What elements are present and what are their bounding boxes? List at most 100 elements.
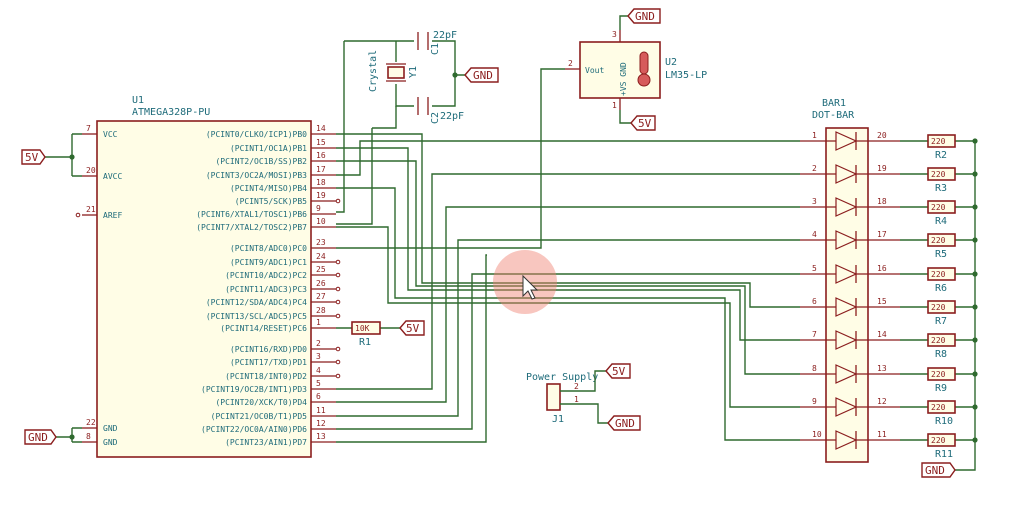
bar-pin-right: 14 [877,330,887,339]
u1-right-pin-num: 14 [316,124,326,133]
u1-right-pin-num: 18 [316,178,326,187]
u1-right-pin-num: 16 [316,151,326,160]
bar-pin-right: 17 [877,230,887,239]
u1-right-pin-num: 1 [316,318,321,327]
resistor-body [927,134,956,148]
j1-wire [560,370,608,424]
vcc-wire [40,133,82,177]
r1-value: 10K [355,324,370,333]
u1-right-pin-name: (PCINT11/ADC3)PC3 [225,285,307,294]
c2-ref: C2 [430,112,441,124]
u1-right-pin-num: 2 [316,339,321,348]
u1-right-pin-num: 17 [316,165,326,174]
led-diode-icon [835,397,858,417]
u2-pins-label: +VS GND [619,62,628,96]
led-diode-icon [835,131,858,151]
resistor-ref: R5 [935,249,947,260]
no-connect-marker [335,286,341,292]
u1-right-pin-name: (PCINT0/CLKO/ICP1)PB0 [206,130,307,139]
u1-right-pin-name: (PCINT1/OC1A)PB1 [230,144,307,153]
u1-right-pin-num: 27 [316,292,326,301]
crystal-circuit: Crystal Y1 C1 22pF C2 22pF [336,30,465,225]
mcu-to-bar-wires [336,133,800,443]
svg-text:5V: 5V [612,365,626,378]
led-diode-icon [835,264,858,284]
u1-left-pin-num: 7 [86,124,91,133]
port-gnd-crystal: GND [464,67,499,83]
u1-right-pin-num: 15 [316,138,326,147]
port-gnd-bar: GND [921,462,956,478]
u1-right-pin-name: (PCINT3/OC2A/MOSI)PB3 [206,171,307,180]
j1-value: Power Supply [526,372,598,383]
c1-ref: C1 [430,43,441,55]
u1-right-pin-num: 10 [316,217,326,226]
resistor-body [927,400,956,414]
u1-right-pin-name: (PCINT5/SCK)PB5 [235,197,307,206]
no-connect-marker [335,346,341,352]
resistor-ref: R2 [935,150,947,161]
bar1-value: DOT-BAR [812,110,855,121]
no-connect-marker [335,198,341,204]
crystal-ref: Y1 [408,66,419,78]
signal-wire [336,173,800,390]
u1-right-pin-num: 3 [316,352,321,361]
u1-left-pin-name: AVCC [103,172,122,181]
bar-pin-left: 5 [812,264,817,273]
u1-right-pin-name: (PCINT6/XTAL1/TOSC1)PB6 [196,210,307,219]
bar-pin-left: 1 [812,131,817,140]
no-connect-marker [335,272,341,278]
svg-text:1: 1 [612,101,617,110]
svg-text:GND: GND [615,417,635,430]
u1-right-pin-name: (PCINT19/OC2B/INT1)PD3 [201,385,307,394]
resistor-body [927,167,956,181]
led-diode-icon [835,230,858,250]
u1-left-pin-name: VCC [103,130,118,139]
u2-vout: Vout [585,66,604,75]
signal-wire [336,160,800,375]
u1-left-pin-name: GND [103,438,118,447]
u1-right-pin-name: (PCINT4/MISO)PB4 [230,184,307,193]
resistor-body [927,367,956,381]
signal-wire [336,140,800,176]
resistor-body [927,300,956,314]
bar-pin-right: 16 [877,264,887,273]
svg-text:3: 3 [612,30,617,39]
resistor-value: 220 [931,203,946,212]
resistor-body [927,433,956,447]
c2-value: 22pF [440,111,464,122]
svg-text:5V: 5V [25,151,39,164]
lm35-vout-wire [336,68,565,249]
gnd-junction [69,434,75,440]
resistor-ref: R9 [935,383,947,394]
bar-pin-right: 12 [877,397,887,406]
u1-right-pin-name: (PCINT23/AIN1)PD7 [225,438,307,447]
bar-pin-left: 7 [812,330,817,339]
u1-right-pin-num: 26 [316,279,326,288]
u1-right-pin-name: (PCINT7/XTAL2/TOSC2)PB7 [196,223,307,232]
resistor-body [927,333,956,347]
u1-ref: U1 [132,95,144,106]
resistor-value: 220 [931,303,946,312]
no-connect-marker [335,313,341,319]
u1-left-pin-name: AREF [103,211,122,220]
bar1-ref: BAR1 [822,98,846,109]
u1-right-pin-num: 4 [316,366,321,375]
c1-value: 22pF [433,30,457,41]
port-5v-left: 5V [21,149,46,165]
u2-lm35: Vout +VS GND U2 LM35-LP 2 3 1 [336,15,707,249]
u1-right-pin-num: 13 [316,432,326,441]
resistor-value: 220 [931,137,946,146]
u1-right-pin-num: 5 [316,379,321,388]
signal-wire [336,206,800,403]
